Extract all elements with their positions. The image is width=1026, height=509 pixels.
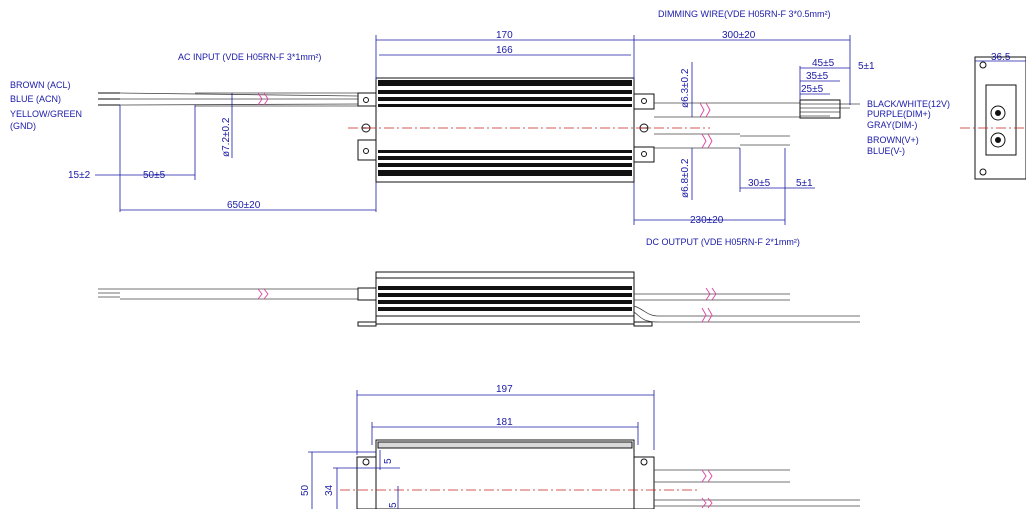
dim-170: 170	[496, 30, 513, 41]
dimming-wires	[654, 99, 860, 119]
brown-v-label: BROWN(V+)	[867, 135, 919, 145]
dim-6-8: ø6.8±0.2	[680, 158, 691, 198]
end-view	[960, 56, 1026, 180]
top-dimension-lines	[95, 35, 851, 225]
dim-181: 181	[496, 417, 513, 428]
dim-50-vertical: 50	[300, 484, 311, 496]
bottom-view	[308, 390, 860, 509]
dim-6-3: ø6.3±0.2	[680, 68, 691, 108]
black-white-label: BLACK/WHITE(12V)	[867, 99, 950, 109]
dim-5-bottom: 5±1	[796, 178, 813, 189]
purple-label: PURPLE(DIM+)	[867, 109, 931, 119]
dim-15: 15±2	[68, 170, 91, 181]
dim-650: 650±20	[227, 200, 261, 211]
blue-acn-label: BLUE (ACN)	[10, 94, 61, 104]
dim-5-vertical-1: 5	[383, 458, 394, 464]
blue-v-label: BLUE(V-)	[867, 146, 905, 156]
dim-197: 197	[496, 384, 513, 395]
dim-166: 166	[496, 45, 513, 56]
dim-25: 25±5	[801, 84, 824, 95]
dc-output-label: DC OUTPUT (VDE H05RN-F 2*1mm²)	[646, 237, 800, 247]
dim-50: 50±5	[143, 170, 166, 181]
dim-35: 35±5	[806, 71, 829, 82]
brown-acl-label: BROWN (ACL)	[10, 80, 71, 90]
dim-34-vertical: 34	[324, 484, 335, 496]
yellow-green-label: YELLOW/GREEN	[10, 109, 82, 119]
top-view	[95, 35, 860, 225]
ac-input-label: AC INPUT (VDE H05RN-F 3*1mm²)	[178, 52, 321, 62]
dim-300: 300±20	[722, 30, 756, 41]
dimming-wire-label: DIMMING WIRE(VDE H05RN-F 3*0.5mm²)	[658, 9, 831, 19]
dim-7-2: ø7.2±0.2	[221, 117, 232, 157]
dim-5-vertical-2: 5	[388, 502, 399, 508]
dim-45: 45±5	[812, 58, 835, 69]
dc-output-wires	[654, 133, 790, 149]
dim-36-5: 36.5	[991, 52, 1011, 63]
side-view	[98, 271, 860, 327]
dim-230: 230±20	[690, 215, 724, 226]
gray-label: GRAY(DIM-)	[867, 120, 917, 130]
dim-5-top: 5±1	[858, 61, 875, 72]
housing-top	[357, 77, 655, 183]
ac-input-wires	[98, 92, 359, 107]
gnd-label: (GND)	[10, 121, 36, 131]
dim-30: 30±5	[748, 178, 771, 189]
